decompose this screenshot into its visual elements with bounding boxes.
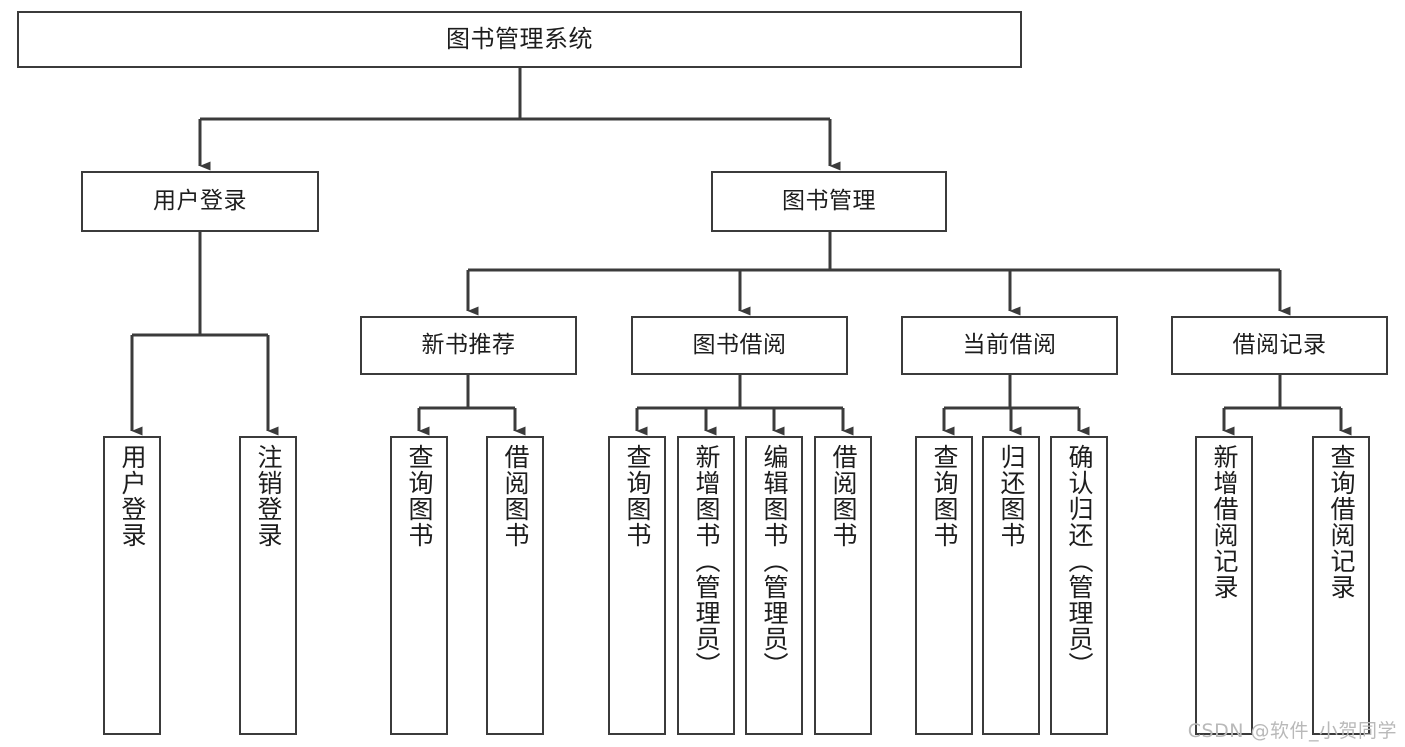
- node-label: 新增图书（管理员）: [692, 444, 721, 678]
- leaf-logout-login[interactable]: 注销登录: [239, 436, 297, 735]
- leaf-query-borrow-record[interactable]: 查询借阅记录: [1312, 436, 1370, 735]
- node-label: 查询借阅记录: [1327, 444, 1356, 600]
- leaf-query-book-recommend[interactable]: 查询图书: [390, 436, 448, 735]
- leaf-confirm-return[interactable]: 确认归还（管理员）: [1050, 436, 1108, 735]
- node-label: 查询图书: [930, 444, 959, 548]
- leaf-add-borrow-record[interactable]: 新增借阅记录: [1195, 436, 1253, 735]
- node-label: 确认归还（管理员）: [1065, 444, 1094, 678]
- node-new-book-recommend[interactable]: 新书推荐: [360, 316, 577, 375]
- node-current-borrow[interactable]: 当前借阅: [901, 316, 1118, 375]
- node-label: 借阅记录: [1232, 331, 1327, 358]
- node-label: 编辑图书（管理员）: [760, 444, 789, 678]
- node-label: 新增借阅记录: [1210, 444, 1239, 600]
- node-label: 借阅图书: [829, 444, 858, 548]
- leaf-add-book[interactable]: 新增图书（管理员）: [677, 436, 735, 735]
- leaf-borrow-book[interactable]: 借阅图书: [814, 436, 872, 735]
- node-book-management[interactable]: 图书管理: [711, 171, 947, 232]
- node-label: 用户登录: [118, 444, 147, 548]
- leaf-return-book[interactable]: 归还图书: [982, 436, 1040, 735]
- node-label: 查询图书: [405, 444, 434, 548]
- node-label: 注销登录: [254, 444, 283, 548]
- node-label: 查询图书: [623, 444, 652, 548]
- leaf-user-login[interactable]: 用户登录: [103, 436, 161, 735]
- node-user-login[interactable]: 用户登录: [81, 171, 319, 232]
- node-label: 图书管理系统: [446, 25, 593, 54]
- node-root-system[interactable]: 图书管理系统: [17, 11, 1022, 68]
- node-label: 借阅图书: [501, 444, 530, 548]
- node-label: 当前借阅: [962, 331, 1057, 358]
- leaf-borrow-book-recommend[interactable]: 借阅图书: [486, 436, 544, 735]
- node-label: 归还图书: [997, 444, 1026, 548]
- node-label: 新书推荐: [421, 331, 516, 358]
- node-label: 用户登录: [153, 187, 247, 214]
- node-borrow-record[interactable]: 借阅记录: [1171, 316, 1388, 375]
- node-label: 图书管理: [782, 187, 876, 214]
- leaf-query-book-current[interactable]: 查询图书: [915, 436, 973, 735]
- leaf-query-book-borrow[interactable]: 查询图书: [608, 436, 666, 735]
- node-label: 图书借阅: [692, 331, 787, 358]
- node-book-borrow[interactable]: 图书借阅: [631, 316, 848, 375]
- leaf-edit-book[interactable]: 编辑图书（管理员）: [745, 436, 803, 735]
